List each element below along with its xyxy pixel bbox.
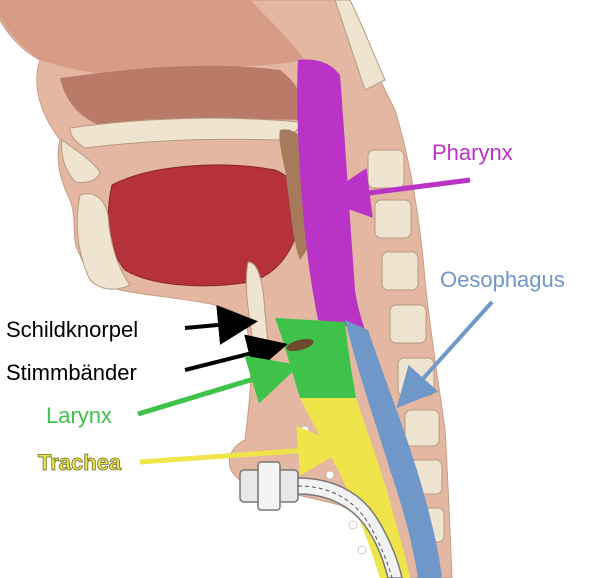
stimmbaender-label: Stimmbänder [6, 360, 137, 385]
schildknorpel-label: Schildknorpel [6, 317, 138, 342]
schildknorpel-arrow [185, 322, 250, 328]
tongue [108, 165, 300, 286]
trachea-label: Trachea [38, 450, 122, 475]
pharynx-label: Pharynx [432, 140, 513, 165]
oesophagus-label: Oesophagus [440, 267, 565, 292]
larynx-label: Larynx [46, 403, 112, 428]
